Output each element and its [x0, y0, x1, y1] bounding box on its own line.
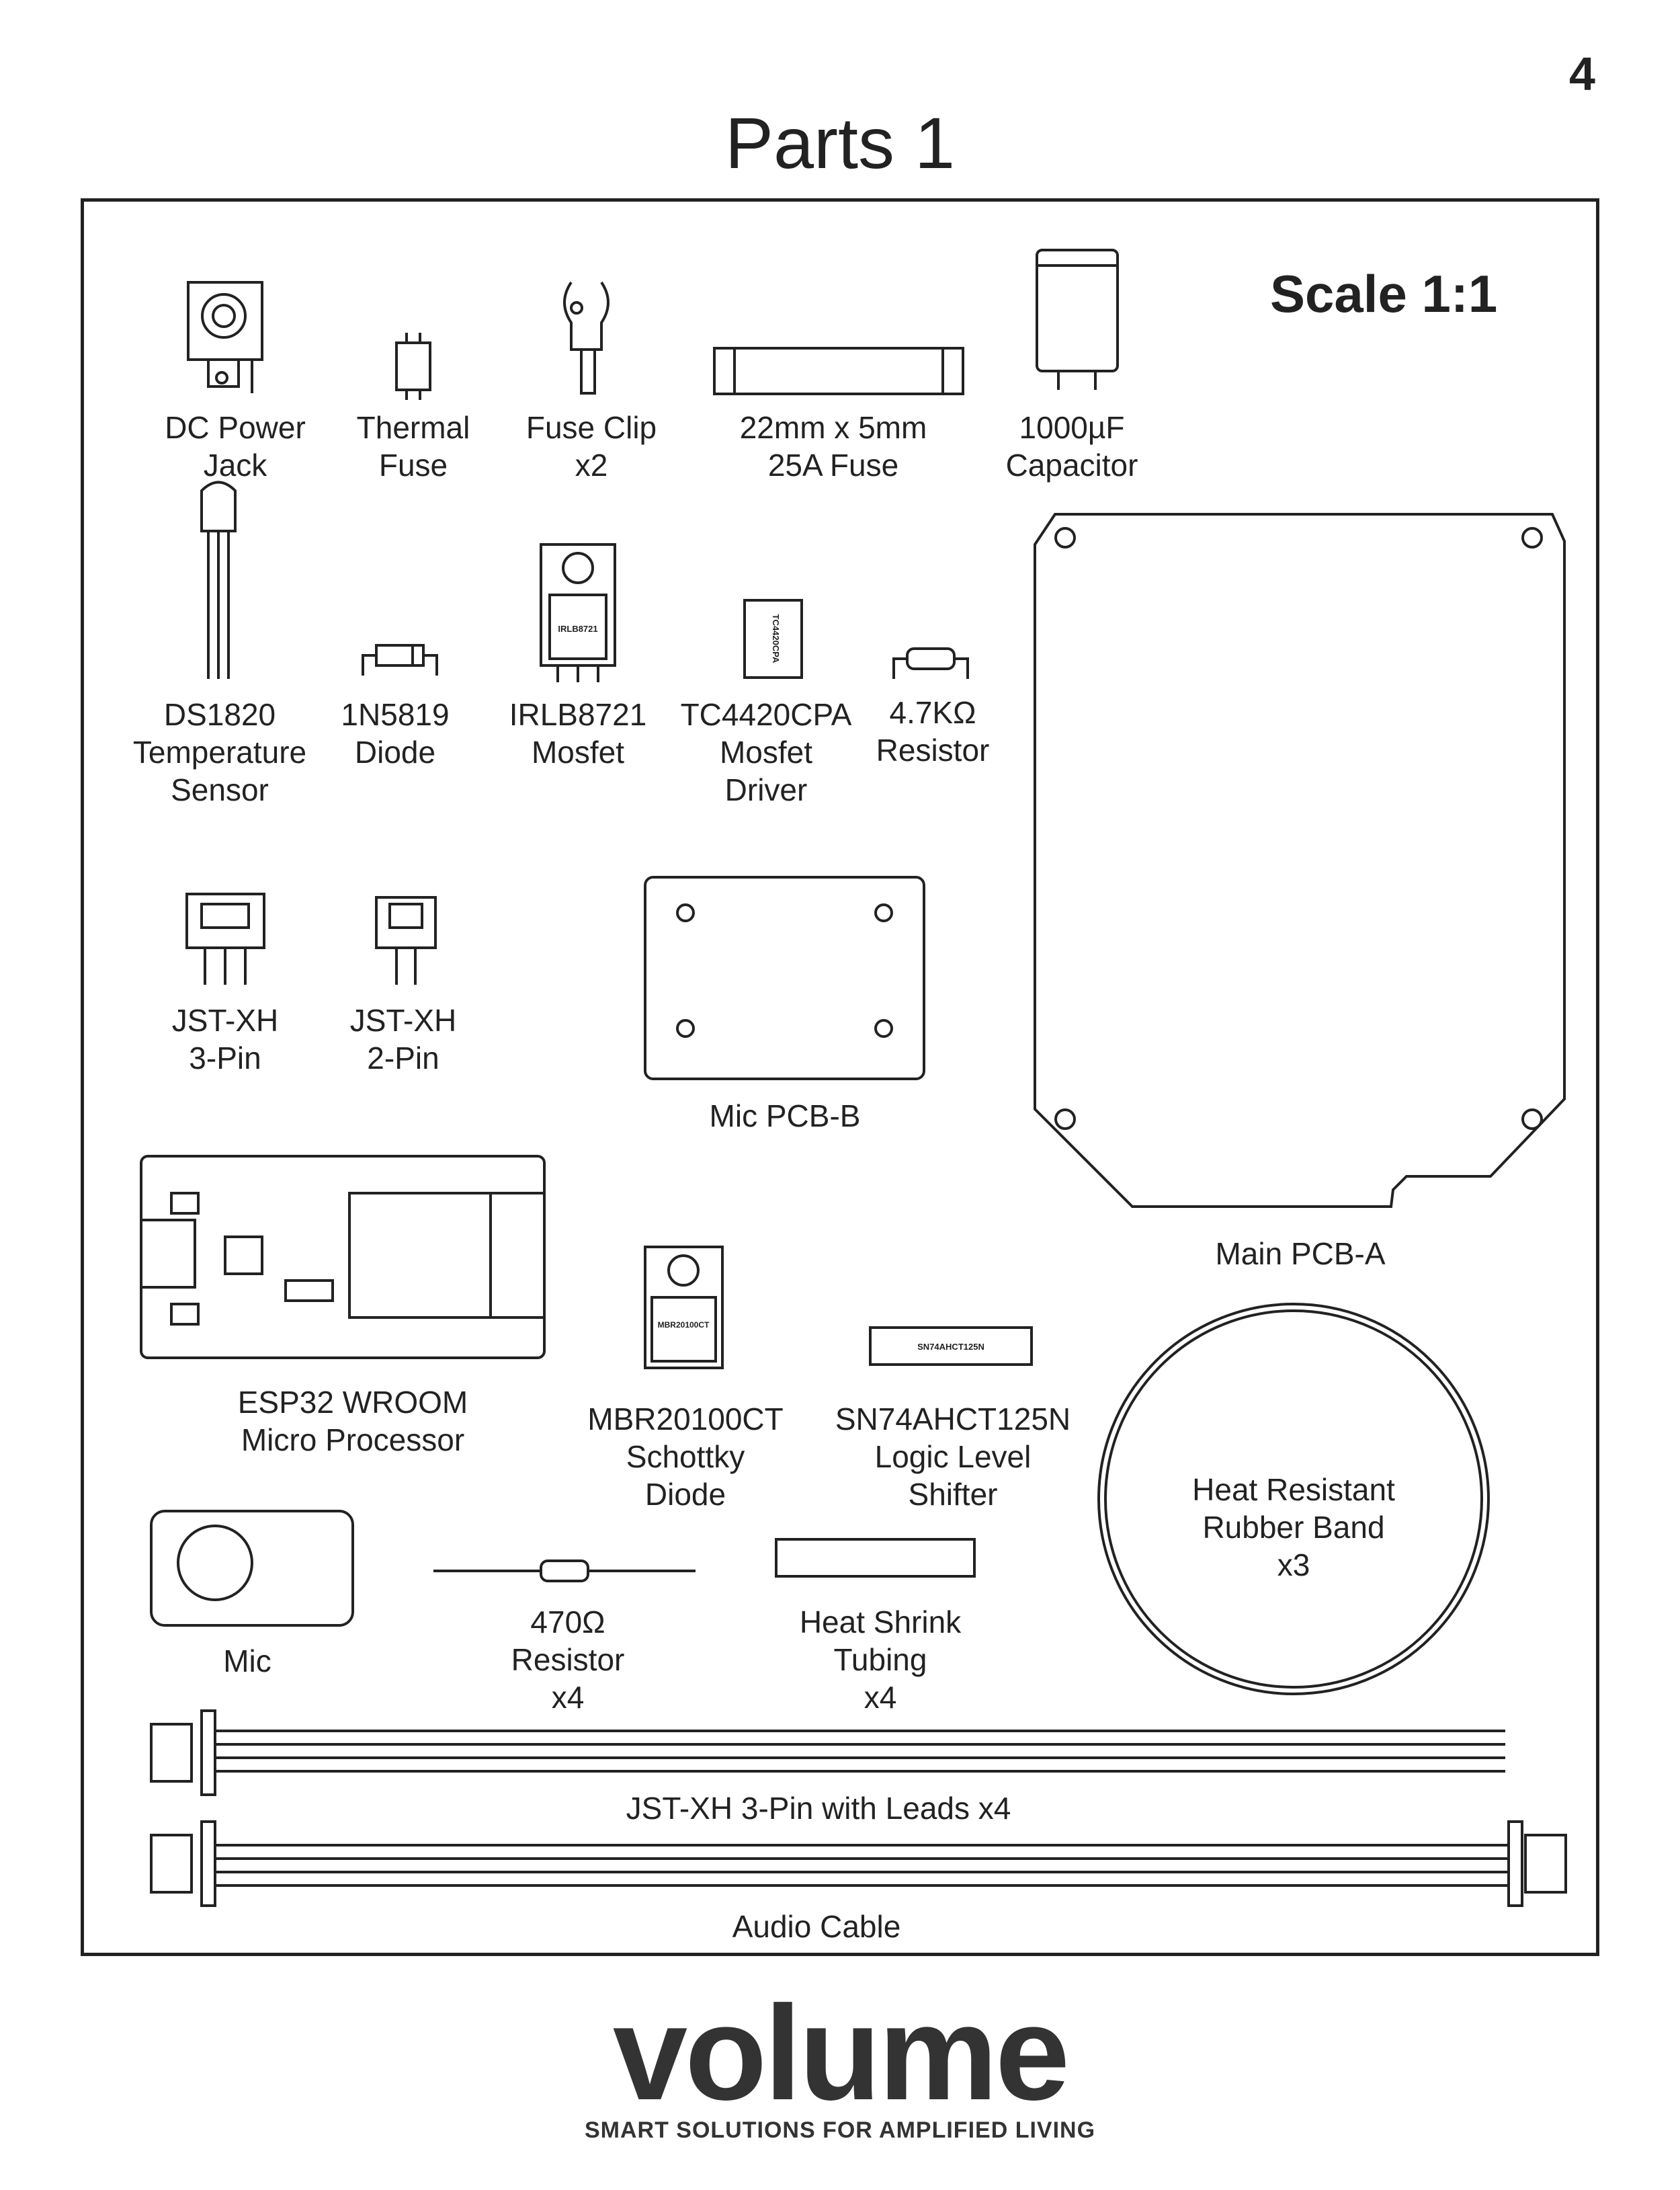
- label-jst-leads: JST-XH 3-Pin with Leads x4: [626, 1791, 1011, 1826]
- fuse-clip-drawing: [563, 281, 610, 395]
- parts-frame: [81, 198, 1599, 1956]
- sn74ahct125n-drawing: [869, 1326, 1033, 1366]
- tc4420cpa-drawing: [743, 599, 803, 679]
- label-sn74ahct125n: SN74AHCT125N Logic Level Shifter: [835, 1402, 1071, 1512]
- label-ds1820: DS1820 Temperature Sensor: [132, 697, 307, 807]
- jst-2pin-drawing: [375, 896, 437, 985]
- label-mic-pcb-b: Mic PCB-B: [709, 1098, 861, 1133]
- irlb8721-marking: IRLB8721: [558, 624, 597, 634]
- label-fuse-clip: Fuse Clip x2: [526, 410, 657, 483]
- page-number: 4: [1569, 48, 1595, 100]
- rubber-band-drawing: [1097, 1303, 1490, 1695]
- heat-shrink-drawing: [775, 1538, 976, 1578]
- label-diode-1n5819: 1N5819 Diode: [341, 697, 450, 770]
- main-pcb-a-drawing: [1034, 513, 1566, 1208]
- mbr20100ct-marking: MBR20100CT: [658, 1320, 710, 1330]
- label-fuse: 22mm x 5mm 25A Fuse: [739, 410, 927, 483]
- scale-label: Scale 1:1: [1270, 264, 1498, 323]
- label-irlb8721: IRLB8721 Mosfet: [509, 697, 647, 770]
- label-mbr20100ct: MBR20100CT Schottky Diode: [587, 1402, 784, 1512]
- jst-leads-drawing: [150, 1709, 1505, 1796]
- resistor-470-drawing: [433, 1559, 696, 1582]
- dc-power-jack-drawing: [187, 281, 263, 393]
- label-jst-3pin: JST-XH 3-Pin: [171, 1003, 279, 1076]
- brand-tagline: SMART SOLUTIONS FOR AMPLIFIED LIVING: [584, 2117, 1096, 2143]
- label-rubber-band: Heat Resistant Rubber Band x3: [1192, 1472, 1395, 1582]
- label-jst-2pin: JST-XH 2-Pin: [349, 1003, 457, 1076]
- label-resistor-470: 470Ω Resistor x4: [511, 1605, 625, 1715]
- label-dc-power-jack: DC Power Jack: [165, 410, 306, 483]
- label-thermal-fuse: Thermal Fuse: [356, 410, 470, 483]
- page-title: Parts 1: [724, 102, 956, 184]
- label-resistor-4k7: 4.7KΩ Resistor: [876, 695, 990, 768]
- label-capacitor: 1000µF Capacitor: [1005, 410, 1138, 483]
- tc4420cpa-marking: TC4420CPA: [771, 614, 781, 663]
- capacitor-drawing: [1036, 249, 1119, 390]
- sn74ahct125n-marking: SN74AHCT125N: [917, 1342, 984, 1352]
- label-mic: Mic: [223, 1644, 271, 1678]
- label-audio-cable: Audio Cable: [732, 1909, 901, 1944]
- mic-pcb-b-drawing: [644, 876, 925, 1080]
- brand-logo: volume: [612, 1978, 1070, 2128]
- irlb8721-drawing: [540, 543, 616, 682]
- label-esp32: ESP32 WROOM Micro Processor: [237, 1385, 468, 1457]
- diode-1n5819-drawing: [362, 644, 438, 676]
- label-tc4420cpa: TC4420CPA Mosfet Driver: [680, 697, 852, 807]
- mbr20100ct-drawing: [644, 1246, 724, 1369]
- audio-cable-drawing: [150, 1820, 1567, 1907]
- esp32-drawing: [140, 1155, 546, 1359]
- resistor-4k7-drawing: [892, 647, 969, 679]
- jst-3pin-drawing: [185, 893, 265, 985]
- mic-drawing: [150, 1510, 354, 1627]
- label-main-pcb-a: Main PCB-A: [1215, 1236, 1386, 1271]
- ds1820-drawing: [200, 481, 237, 679]
- fuse-drawing: [713, 347, 964, 395]
- thermal-fuse-drawing: [395, 333, 431, 400]
- label-heat-shrink: Heat Shrink Tubing x4: [799, 1605, 962, 1715]
